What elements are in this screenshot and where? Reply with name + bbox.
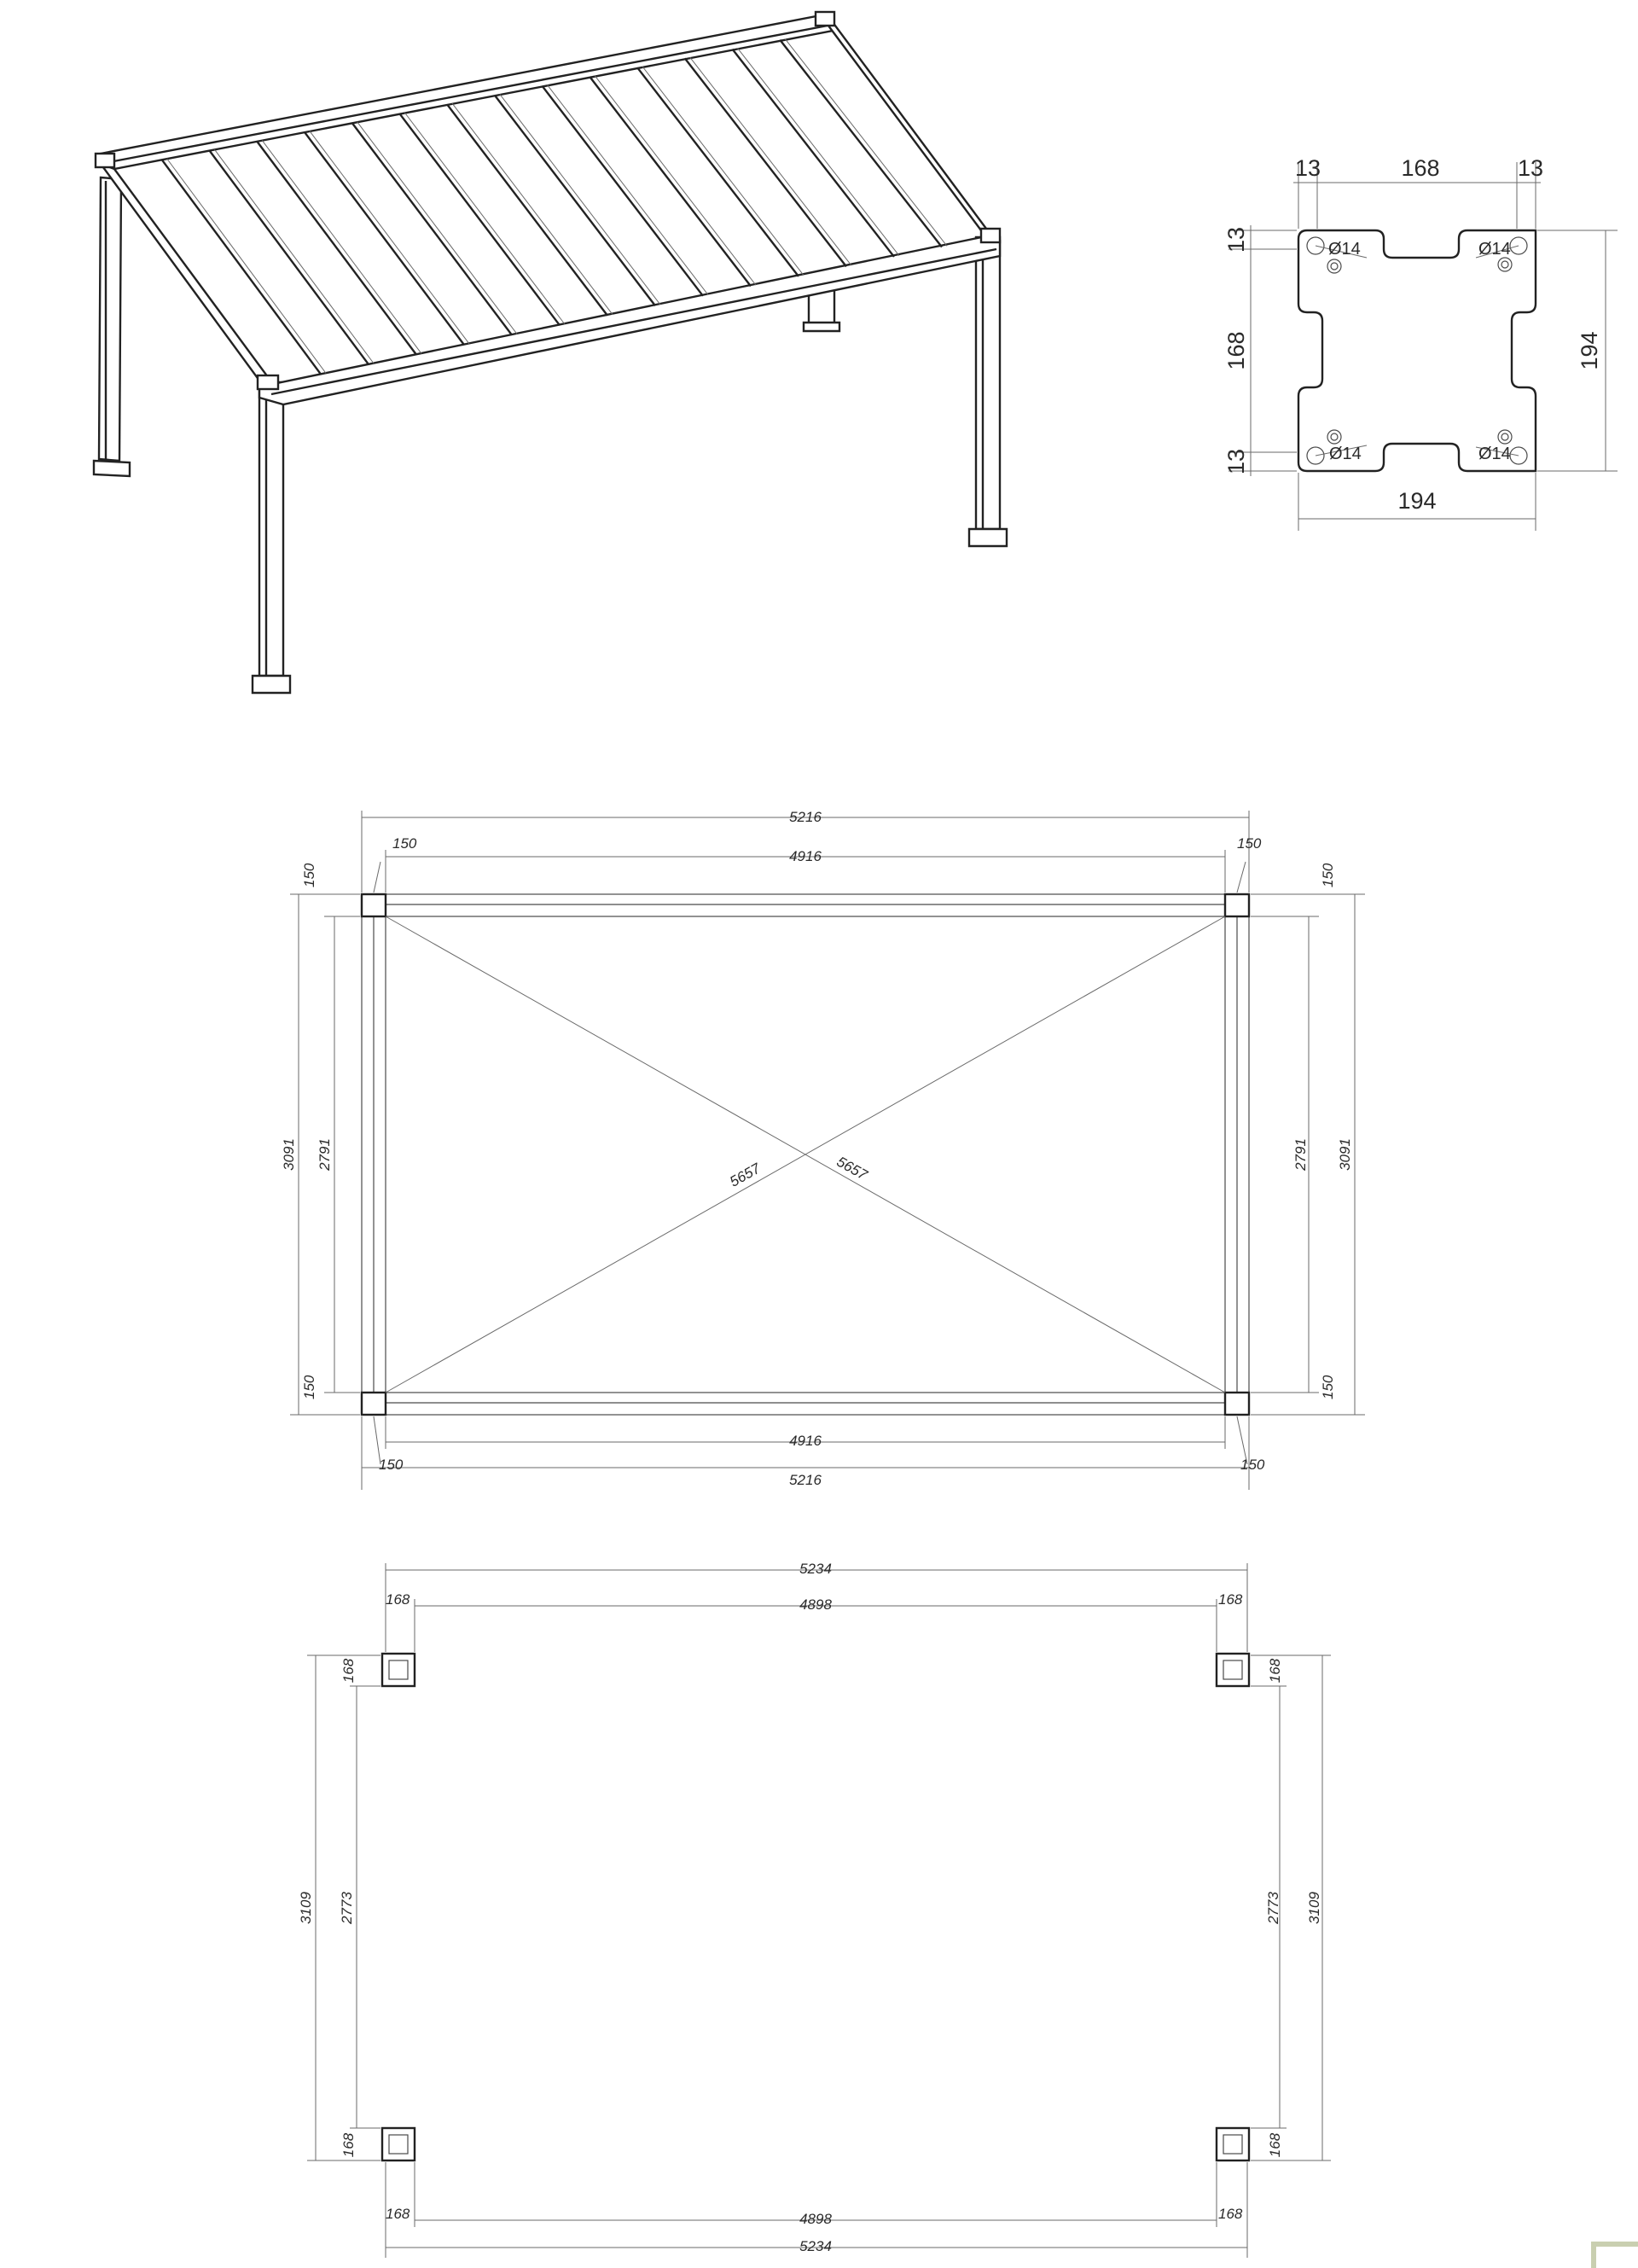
roof-louver (256, 140, 417, 356)
base-plate-outline (1297, 229, 1537, 473)
roof-louver (731, 48, 895, 258)
mounting-holes (1306, 236, 1528, 465)
dim-frame-inner-height-left: 2791 (317, 1138, 333, 1172)
dim-frame-overall-height-right: 3091 (1337, 1138, 1353, 1171)
roof-louvers (160, 38, 948, 375)
post-layout-view: 5234 4898 4898 5234 168 168 168 168 168 … (298, 1561, 1331, 2258)
roof-frame (94, 10, 1002, 406)
dim-post-overall-width-top: 5234 (799, 1561, 832, 1577)
frame-top-view: 5216 4916 4916 5216 150 150 150 150 150 … (281, 809, 1365, 1490)
dim-frame-inner-width-bottom: 4916 (789, 1433, 822, 1449)
page-corner-mark (1591, 2242, 1638, 2268)
frame-outline (360, 893, 1251, 1416)
roof-louver (779, 39, 943, 248)
hole-label-top-right: Ø14 (1478, 240, 1511, 259)
roof-louver (499, 94, 661, 305)
dim-post-tr-v: 168 (1267, 1658, 1283, 1683)
pergola-isometric-view (92, 10, 1008, 695)
roof-louver (309, 131, 470, 345)
dim-plate-height: 194 (1577, 331, 1602, 369)
dim-post-tl-v: 168 (340, 1658, 357, 1683)
dim-plate-width: 194 (1397, 488, 1436, 514)
dim-frame-corner-tl-h: 150 (392, 835, 417, 852)
dim-frame-inner-height-right: 2791 (1292, 1138, 1309, 1172)
post-front-left (251, 381, 292, 695)
dim-post-overall-height-right: 3109 (1306, 1892, 1322, 1924)
post-back-right (802, 288, 841, 333)
base-plate-detail: 13 168 13 13 168 13 194 194 Ø14 Ø14 Ø14 … (1223, 155, 1618, 531)
dim-frame-corner-bl-h: 150 (379, 1457, 404, 1473)
roof-louver (689, 56, 852, 266)
roof-louver (446, 103, 608, 317)
roof-louver (160, 159, 322, 375)
roof-louver (589, 76, 752, 288)
frame-dimensions (290, 811, 1365, 1490)
dim-frame-inner-width-top: 4916 (789, 848, 822, 864)
dim-post-inner-height-right: 2773 (1265, 1892, 1281, 1925)
roof-louver (351, 122, 513, 336)
roof-louver (642, 66, 804, 276)
hole-label-bottom-left: Ø14 (1329, 445, 1362, 463)
dim-frame-corner-tr-h: 150 (1237, 835, 1262, 852)
dim-post-tr-h: 168 (1218, 1591, 1243, 1608)
dim-post-inner-height-left: 2773 (339, 1892, 355, 1925)
dim-frame-overall-width-top: 5216 (789, 809, 822, 825)
dim-frame-corner-bl-v: 150 (301, 1375, 317, 1399)
roof-louver (541, 85, 704, 297)
dim-plate-top-mid: 168 (1401, 155, 1439, 181)
post-squares (380, 1652, 1251, 2162)
dim-post-br-v: 168 (1267, 2132, 1283, 2157)
dim-frame-corner-br-v: 150 (1320, 1375, 1336, 1399)
roof-louver (261, 140, 422, 354)
dim-plate-left-top: 13 (1223, 227, 1249, 253)
hole-label-top-left: Ø14 (1328, 240, 1361, 259)
roof-louver (594, 75, 757, 286)
dim-post-bl-h: 168 (386, 2206, 410, 2222)
roof-louver (303, 131, 465, 346)
roof-louver (208, 149, 369, 365)
post-far-left (92, 176, 131, 478)
dim-plate-left-mid: 168 (1223, 331, 1249, 369)
dim-post-overall-width-bottom: 5234 (799, 2238, 832, 2254)
dim-plate-top-right: 13 (1518, 155, 1543, 181)
dim-frame-overall-width-bottom: 5216 (789, 1472, 822, 1488)
roof-louver (547, 84, 709, 295)
dim-post-overall-height-left: 3109 (298, 1892, 314, 1924)
roof-louver (404, 112, 566, 325)
roof-louver (357, 121, 518, 334)
dim-post-tl-h: 168 (386, 1591, 410, 1608)
roof-louver (636, 67, 799, 277)
hole-label-bottom-right: Ø14 (1478, 445, 1511, 463)
base-plate-dimensions (1228, 162, 1618, 531)
dim-frame-corner-tr-v: 150 (1320, 863, 1336, 887)
dim-post-inner-width-bottom: 4898 (799, 2211, 832, 2227)
post-dimensions (307, 1563, 1331, 2258)
dim-frame-diagonal-2: 5657 (834, 1154, 871, 1183)
dim-frame-corner-tl-v: 150 (301, 863, 317, 887)
dim-frame-overall-height-left: 3091 (281, 1138, 297, 1171)
roof-louver (451, 102, 613, 315)
roof-louver (493, 94, 656, 306)
roof-louver (784, 38, 948, 247)
dim-post-bl-v: 168 (340, 2132, 357, 2157)
roof-louver (737, 48, 900, 257)
dim-plate-top-left: 13 (1295, 155, 1321, 181)
dim-frame-corner-br-h: 150 (1240, 1457, 1265, 1473)
post-front-right (967, 236, 1008, 548)
dim-post-br-h: 168 (1218, 2206, 1243, 2222)
roof-louver (683, 57, 847, 268)
dim-frame-diagonal-1: 5657 (727, 1160, 764, 1189)
dim-plate-left-bottom: 13 (1223, 449, 1249, 474)
roof-louver (398, 113, 561, 326)
dim-post-inner-width-top: 4898 (799, 1596, 832, 1613)
roof-louver (166, 158, 327, 374)
roof-louver (214, 148, 375, 364)
